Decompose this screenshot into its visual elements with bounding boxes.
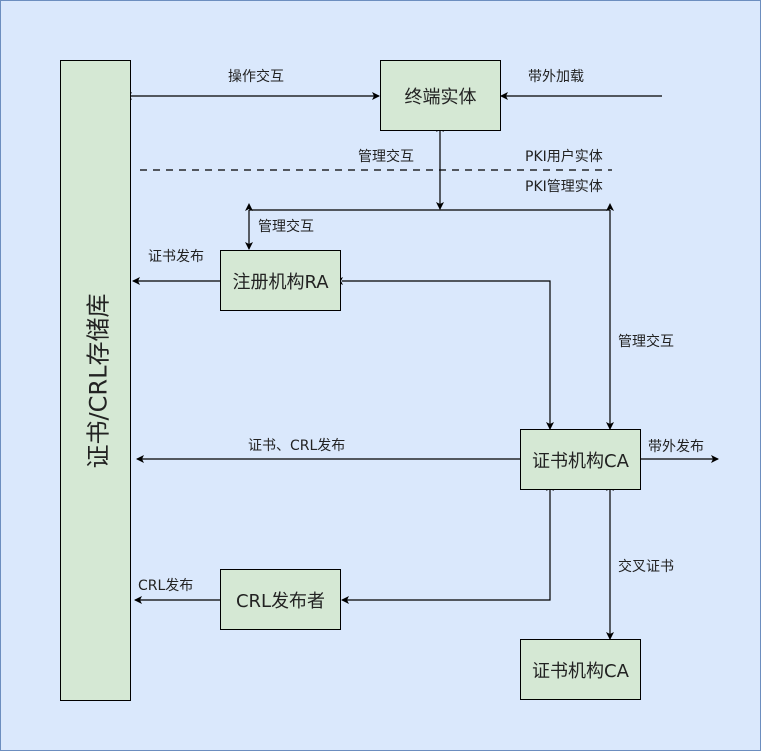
label-crl-publish: CRL发布 (138, 578, 194, 594)
label-operation: 操作交互 (228, 69, 284, 85)
edge-ra-ca (335, 277, 554, 430)
edge-ca-crl-publisher (341, 483, 554, 604)
label-pki-user-entity: PKI用户实体 (525, 149, 603, 165)
label-mgmt-ra: 管理交互 (258, 219, 314, 235)
node-cert-crl-repository[interactable]: 证书/CRL存储库 (60, 60, 131, 701)
label-cert-crl-publish: 证书、CRL发布 (248, 438, 346, 454)
node-crl-publisher[interactable]: CRL发布者 (220, 569, 341, 630)
node-registration-authority[interactable]: 注册机构RA (220, 250, 341, 311)
node-label: 证书机构CA (532, 660, 629, 682)
node-certificate-authority[interactable]: 证书机构CA (520, 429, 641, 490)
node-certificate-authority-2[interactable]: 证书机构CA (520, 639, 641, 700)
node-label: 证书机构CA (532, 450, 629, 472)
node-end-entity[interactable]: 终端实体 (380, 60, 501, 131)
label-mgmt-ee: 管理交互 (358, 149, 414, 165)
node-label: 注册机构RA (232, 271, 329, 293)
label-cross-cert: 交叉证书 (618, 559, 674, 575)
label-out-of-band-load: 带外加载 (528, 69, 584, 85)
label-pki-mgmt-entity: PKI管理实体 (525, 179, 603, 195)
node-label: 终端实体 (404, 86, 477, 108)
label-cert-publish: 证书发布 (148, 249, 204, 265)
label-out-of-band-publish: 带外发布 (648, 439, 704, 455)
node-label: 证书/CRL存储库 (84, 293, 112, 468)
label-mgmt-ca: 管理交互 (618, 334, 674, 350)
node-label: CRL发布者 (235, 590, 326, 612)
